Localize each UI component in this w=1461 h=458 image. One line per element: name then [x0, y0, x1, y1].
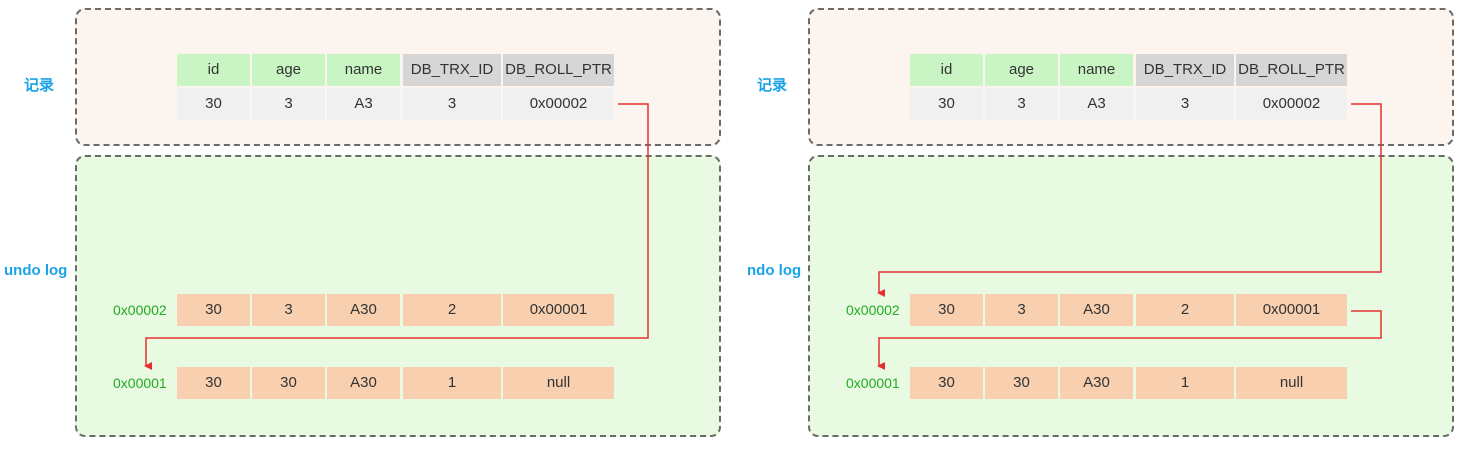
header-db-roll-ptr: DB_ROLL_PTR: [503, 54, 614, 86]
undo-cell-name: A30: [1060, 367, 1133, 399]
undo-cell-age: 30: [252, 367, 325, 399]
record-id: 30: [177, 88, 250, 120]
undo-cell-age: 3: [252, 294, 325, 326]
header-age: age: [985, 54, 1058, 86]
undo-cell-db-roll-ptr: 0x00001: [503, 294, 614, 326]
header-db-trx-id: DB_TRX_ID: [1136, 54, 1234, 86]
undo-row-address: 0x00002: [846, 302, 900, 318]
undo-cell-age: 30: [985, 367, 1058, 399]
undo-cell-id: 30: [910, 294, 983, 326]
header-db-trx-id: DB_TRX_ID: [403, 54, 501, 86]
record-age: 3: [252, 88, 325, 120]
header-name: name: [1060, 54, 1133, 86]
undo-log-label: undo log: [4, 262, 68, 279]
header-age: age: [252, 54, 325, 86]
undo-cell-db-trx-id: 1: [403, 367, 501, 399]
undo-cell-db-roll-ptr: null: [1236, 367, 1347, 399]
undo-row-address: 0x00001: [113, 375, 167, 391]
undo-cell-db-trx-id: 2: [1136, 294, 1234, 326]
undo-cell-id: 30: [910, 367, 983, 399]
undo-cell-name: A30: [327, 294, 400, 326]
undo-cell-id: 30: [177, 294, 250, 326]
record-db-trx-id: 3: [1136, 88, 1234, 120]
record-name: A3: [327, 88, 400, 120]
header-db-roll-ptr: DB_ROLL_PTR: [1236, 54, 1347, 86]
undo-cell-db-trx-id: 1: [1136, 367, 1234, 399]
left-diagram: 记录 undo log id age name DB_TRX_ID DB_ROL…: [0, 0, 730, 458]
undo-row-address: 0x00002: [113, 302, 167, 318]
header-id: id: [910, 54, 983, 86]
record-db-roll-ptr: 0x00002: [1236, 88, 1347, 120]
undo-cell-db-roll-ptr: 0x00001: [1236, 294, 1347, 326]
undo-row-address: 0x00001: [846, 375, 900, 391]
record-name: A3: [1060, 88, 1133, 120]
record-age: 3: [985, 88, 1058, 120]
undo-cell-db-trx-id: 2: [403, 294, 501, 326]
undo-cell-age: 3: [985, 294, 1058, 326]
undo-cell-name: A30: [327, 367, 400, 399]
undo-cell-db-roll-ptr: null: [503, 367, 614, 399]
record-label: 记录: [24, 77, 55, 94]
undo-cell-name: A30: [1060, 294, 1133, 326]
record-db-trx-id: 3: [403, 88, 501, 120]
record-label: 记录: [757, 77, 788, 94]
right-diagram: 记录 ndo log id age name DB_TRX_ID DB_ROLL…: [733, 0, 1461, 458]
record-db-roll-ptr: 0x00002: [503, 88, 614, 120]
undo-log-label: ndo log: [747, 262, 802, 279]
header-name: name: [327, 54, 400, 86]
record-id: 30: [910, 88, 983, 120]
undo-cell-id: 30: [177, 367, 250, 399]
header-id: id: [177, 54, 250, 86]
